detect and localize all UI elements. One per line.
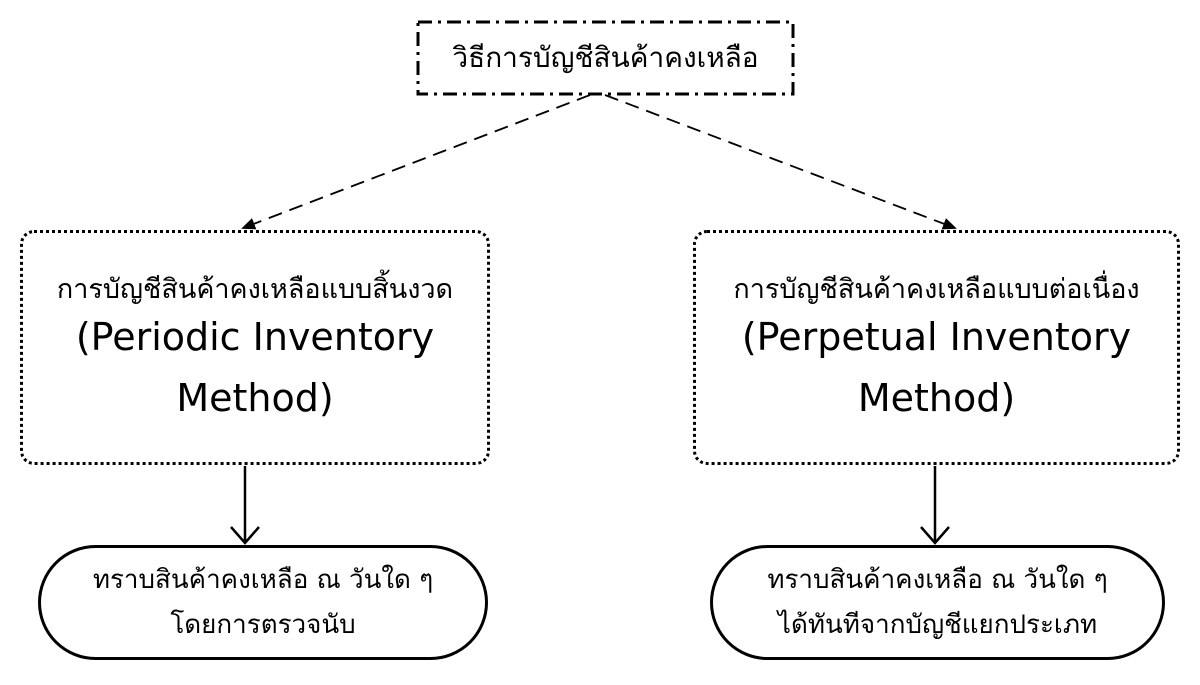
perpetual-method-box: การบัญชีสินค้าคงเหลือแบบต่อเนื่อง (Perpe… [693, 230, 1180, 465]
periodic-result-line1: ทราบสินค้าคงเหลือ ณ วันใด ๆ [92, 565, 434, 596]
perpetual-result-node: ทราบสินค้าคงเหลือ ณ วันใด ๆ ได้ทันทีจากบ… [710, 545, 1165, 660]
arrowhead-periodic-result [230, 526, 260, 545]
periodic-method-english-label-line1: (Periodic Inventory [75, 315, 435, 360]
periodic-result-line2: โดยการตรวจนับ [170, 609, 356, 640]
periodic-method-english-label-line2: Method) [176, 376, 334, 421]
root-node-border [416, 20, 795, 96]
periodic-result-node: ทราบสินค้าคงเหลือ ณ วันใด ๆ โดยการตรวจนั… [38, 545, 488, 660]
periodic-method-thai-label: การบัญชีสินค้าคงเหลือแบบสิ้นงวด [56, 274, 454, 306]
periodic-method-box: การบัญชีสินค้าคงเหลือแบบสิ้นงวด (Periodi… [20, 230, 490, 465]
root-node-label: วิธีการบัญชีสินค้าคงเหลือ [452, 41, 759, 75]
perpetual-method-thai-label: การบัญชีสินค้าคงเหลือแบบต่อเนื่อง [733, 274, 1140, 306]
arrowhead-perpetual-result [920, 526, 950, 545]
perpetual-result-line2: ได้ทันทีจากบัญชีแยกประเภท [777, 609, 1098, 640]
root-node: วิธีการบัญชีสินค้าคงเหลือ [418, 22, 793, 94]
perpetual-method-english-label-line2: Method) [857, 376, 1016, 421]
perpetual-result-line1: ทราบสินค้าคงเหลือ ณ วันใด ๆ [767, 565, 1108, 596]
perpetual-method-english-label-line1: (Perpetual Inventory [741, 315, 1132, 360]
arrow-root-to-periodic [241, 94, 591, 230]
arrow-root-to-perpetual [604, 94, 957, 230]
